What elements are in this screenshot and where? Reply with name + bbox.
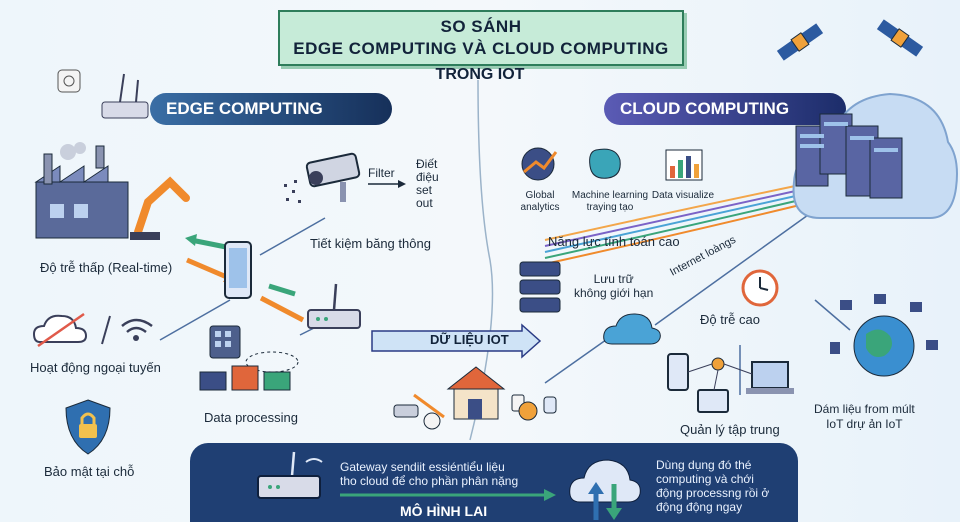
analytics-label-2: analytics (520, 202, 560, 213)
edge-latency-label: Độ trễ thấp (Real-time) (40, 260, 173, 275)
filter-note: Điết điệu set out (416, 158, 439, 210)
edge-device-flow (185, 234, 305, 323)
storage-label-2: không giới hạn (574, 286, 654, 300)
bandwidth-label: Tiết kiệm băng thông (310, 236, 431, 251)
hybrid-arrow (340, 489, 556, 501)
edge-banner: EDGE COMPUTING (150, 93, 392, 125)
cloud-latency-label: Độ trễ cao (700, 312, 760, 327)
analytics-label-1: Global (525, 190, 555, 201)
router-icon (57, 69, 149, 119)
edge-offline-label: Hoạt động ngoại tuyến (30, 360, 161, 375)
processing-label: Data processing (204, 410, 298, 425)
hybrid-right-3: động processng rồi ở (656, 486, 770, 500)
hybrid-right-1: Dùng dụng đó thé (656, 458, 752, 472)
storage-label: Lưu trữ không giới hạn (574, 272, 653, 300)
ml-label-2: traying tạo (586, 202, 634, 213)
iot-data-label: DỮ LIỆU IOT (430, 332, 509, 347)
camera-icon (284, 152, 361, 203)
hybrid-gateway-text: Gateway sendiit essiéntiểu liệu tho clou… (340, 460, 550, 488)
hybrid-right-2: computing và chới (656, 472, 754, 486)
data-processing-icon (199, 325, 299, 391)
filter-note-4: out (416, 196, 433, 210)
multi-source-label-1: Dám liệu from múlt (814, 402, 915, 416)
ml-label-1: Machine learning (571, 190, 649, 201)
cloud-banner: CLOUD COMPUTING (604, 93, 846, 125)
central-label: Quản lý tập trung (680, 422, 780, 437)
shield-lock-icon (65, 399, 111, 455)
multi-source-label-2: IoT drự ản IoT (826, 417, 903, 431)
hybrid-right-text: Dùng dụng đó thé computing và chới động … (656, 458, 796, 514)
hybrid-label: MÔ HÌNH LAI (400, 503, 488, 519)
smart-home-sensors (393, 366, 557, 430)
hybrid-gateway-1: Gateway sendiit essiéntiểu liệu (340, 460, 505, 474)
hybrid-gateway-2: tho cloud để cho phần phân nặng (340, 474, 519, 488)
visualize-label: Data visualize (651, 190, 715, 201)
edge-security-label: Bảo mật tại chỗ (44, 464, 135, 479)
clock-icon (741, 269, 779, 307)
globe-icon (830, 294, 938, 377)
analytics-icons (521, 147, 703, 181)
cloud-icon (603, 313, 661, 345)
ml-label: Machine learning traying tạo (566, 190, 654, 214)
filter-note-3: set (416, 183, 433, 197)
iot-data-arrow (371, 323, 542, 359)
title-box: SO SÁNH EDGE COMPUTING VÀ CLOUD COMPUTIN… (278, 10, 684, 66)
filter-arrow (368, 180, 406, 188)
filter-note-1: Điết (416, 157, 438, 171)
devices-icon (667, 353, 794, 413)
gateway-router-icon (307, 283, 361, 329)
offline-icon (32, 312, 153, 348)
analytics-label: Global analytics (510, 190, 570, 214)
title-line1: SO SÁNH (440, 17, 522, 36)
hybrid-router-icon (257, 451, 323, 499)
satellite-icon (776, 19, 924, 61)
multi-source-label: Dám liệu from múlt IoT drự ản IoT (814, 402, 915, 432)
subtitle: TRONG IOT (435, 66, 525, 83)
compute-label: Năng lực tính toán cao (548, 234, 680, 249)
storage-icon (519, 261, 561, 313)
filter-label: Filter (368, 166, 395, 180)
hybrid-right-4: động động ngay (656, 500, 743, 514)
cloud-datacenter-icon (792, 92, 958, 219)
storage-label-1: Lưu trữ (593, 272, 634, 286)
hybrid-cloud-icon (569, 459, 641, 520)
title-line2: EDGE COMPUTING VÀ CLOUD COMPUTING (293, 39, 669, 58)
filter-note-2: điệu (416, 170, 439, 184)
factory-icon (34, 142, 190, 240)
